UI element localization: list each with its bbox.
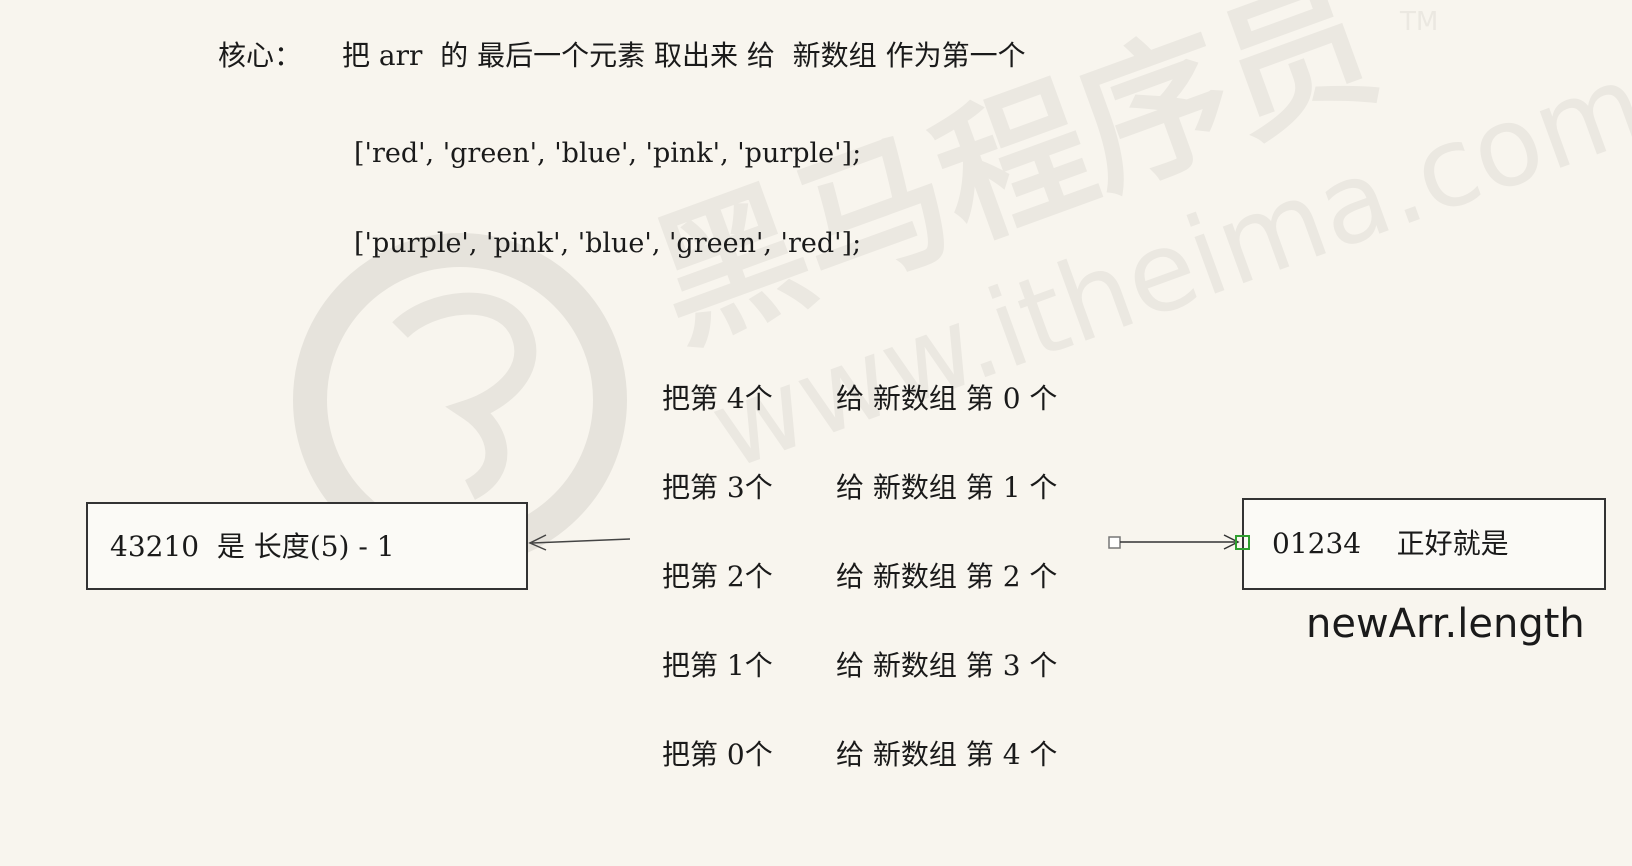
- step-from-label: 把第 4个: [662, 382, 773, 415]
- original-array: ['red', 'green', 'blue', 'pink', 'purple…: [354, 138, 862, 169]
- core-label: 核心：: [218, 39, 303, 72]
- left-arrow: [528, 534, 631, 551]
- reversed-array: ['purple', 'pink', 'blue', 'green', 'red…: [354, 228, 862, 259]
- new-index-box: 01234 正好就是: [1242, 498, 1606, 590]
- step-to-label: 给 新数组 第 2 个: [836, 560, 1058, 593]
- step-from-label: 把第 1个: [662, 649, 773, 682]
- new-array-length-caption: newArr.length: [1306, 601, 1585, 647]
- right-arrow: [1108, 534, 1250, 550]
- core-description: 把 arr 的 最后一个元素 取出来 给 新数组 作为第一个: [342, 39, 1026, 72]
- step-to-label: 给 新数组 第 1 个: [836, 471, 1058, 504]
- new-index-text: 01234 正好就是: [1272, 527, 1509, 560]
- old-index-text: 43210 是 长度(5) - 1: [110, 530, 395, 563]
- connector-start-handle: [1108, 536, 1121, 549]
- old-index-box: 43210 是 长度(5) - 1: [86, 502, 528, 590]
- step-from-label: 把第 3个: [662, 471, 773, 504]
- connector-end-handle: [1235, 535, 1250, 550]
- step-to-label: 给 新数组 第 0 个: [836, 382, 1058, 415]
- step-from-label: 把第 0个: [662, 738, 773, 771]
- step-to-label: 给 新数组 第 3 个: [836, 649, 1058, 682]
- step-to-label: 给 新数组 第 4 个: [836, 738, 1058, 771]
- step-from-label: 把第 2个: [662, 560, 773, 593]
